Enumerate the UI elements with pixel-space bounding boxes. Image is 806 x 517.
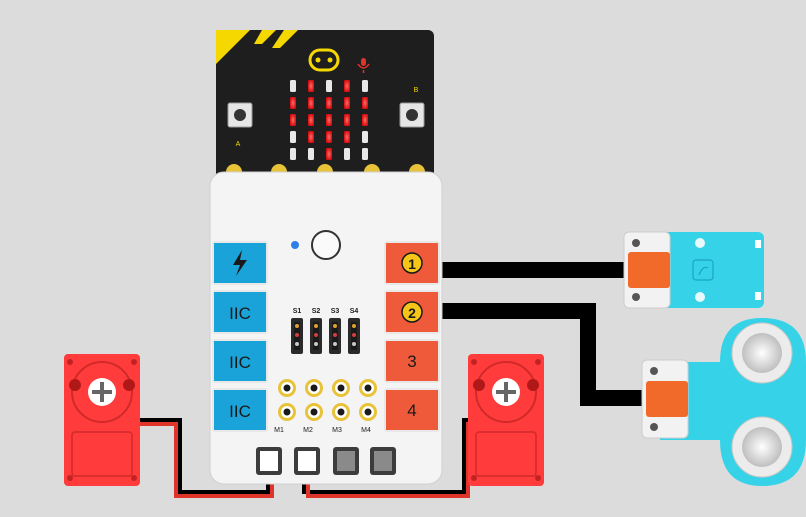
servo-wire-left-red <box>138 422 274 498</box>
left-port[interactable] <box>212 241 268 285</box>
corner-stripe <box>272 30 298 48</box>
button-a-label: A <box>236 141 241 148</box>
microphone-icon <box>357 58 370 73</box>
button-b-label: B <box>414 87 419 94</box>
button-b[interactable] <box>399 102 425 128</box>
led-off <box>344 148 350 160</box>
motor-terminal-pin[interactable] <box>305 403 323 421</box>
port-number: 3 <box>407 352 416 371</box>
corner-stripe <box>254 30 276 44</box>
motor-terminal-pin[interactable] <box>278 403 296 421</box>
led-off <box>362 80 368 92</box>
port-label: IIC <box>229 402 251 421</box>
ultrasonic-sensor-module <box>641 318 806 486</box>
motor-label: M1 <box>274 427 284 434</box>
switch-header[interactable] <box>329 318 341 354</box>
led-on <box>326 148 332 160</box>
motor-terminal-pin[interactable] <box>278 379 296 397</box>
led-on <box>326 97 332 109</box>
left-ports: IIC IIC IIC <box>212 241 268 432</box>
led-on <box>362 97 368 109</box>
button-a[interactable] <box>227 102 253 128</box>
switch-label: S2 <box>312 308 321 315</box>
led-on <box>344 80 350 92</box>
switch-header[interactable] <box>291 318 303 354</box>
led-on <box>326 131 332 143</box>
led-off <box>290 80 296 92</box>
port-label: IIC <box>229 353 251 372</box>
motor-terminal-pin[interactable] <box>359 379 377 397</box>
motor-terminal-pin[interactable] <box>332 403 350 421</box>
switch-label: S4 <box>350 308 359 315</box>
motor-label: M4 <box>361 427 371 434</box>
port-number: 2 <box>408 305 416 321</box>
led-off <box>362 148 368 160</box>
led-on <box>362 114 368 126</box>
port-number: 4 <box>407 401 416 420</box>
left-port[interactable]: IIC <box>212 339 268 383</box>
touch-icon <box>692 259 714 281</box>
switch-label: S3 <box>331 308 340 315</box>
port-highlight-circle <box>401 252 423 274</box>
led-off <box>362 131 368 143</box>
port-number: 1 <box>408 256 416 272</box>
port-highlight-circle <box>401 301 423 323</box>
switch-label: S1 <box>293 308 302 315</box>
touch-sensor-module <box>623 231 764 309</box>
led-on <box>308 131 314 143</box>
led-off <box>308 148 314 160</box>
led-on <box>290 97 296 109</box>
round-button-icon[interactable] <box>311 230 341 260</box>
led-on <box>326 114 332 126</box>
blue-led-icon <box>291 241 299 249</box>
motor-label: M3 <box>332 427 342 434</box>
servo-wire-left-black <box>138 418 270 494</box>
led-matrix <box>290 80 368 160</box>
led-on <box>308 97 314 109</box>
left-port[interactable]: IIC <box>212 290 268 334</box>
port-label: IIC <box>229 304 251 323</box>
led-on <box>344 97 350 109</box>
left-servo <box>64 354 140 486</box>
motor-terminal-pin[interactable] <box>332 379 350 397</box>
right-port-3[interactable]: 3 <box>384 339 440 383</box>
orange-connector[interactable] <box>646 381 688 417</box>
right-port-1[interactable]: 1 <box>384 241 440 285</box>
corner-stripe <box>216 30 250 64</box>
led-on <box>344 131 350 143</box>
led-on <box>344 114 350 126</box>
led-off <box>290 131 296 143</box>
led-on <box>308 114 314 126</box>
right-port-4[interactable]: 4 <box>384 388 440 432</box>
led-on <box>290 114 296 126</box>
orange-connector[interactable] <box>628 252 670 288</box>
led-on <box>308 80 314 92</box>
motor-terminals: M1 M2 M3 M4 <box>274 379 377 434</box>
right-ports: 1 2 3 4 <box>384 241 440 432</box>
motor-label: M2 <box>303 427 313 434</box>
right-port-2[interactable]: 2 <box>384 290 440 334</box>
expansion-board: IIC IIC IIC 1 2 3 4 S1 S2 S3 S4 M1 M2 M3 M4 <box>209 171 443 485</box>
bottom-connectors <box>256 447 396 475</box>
left-port[interactable]: IIC <box>212 388 268 432</box>
cable-port2-ultrasonic <box>440 303 650 406</box>
switch-block: S1 S2 S3 S4 <box>291 308 360 354</box>
microbit-logo-icon <box>308 48 340 72</box>
switch-header[interactable] <box>310 318 322 354</box>
motor-terminal-pin[interactable] <box>305 379 323 397</box>
lightning-icon <box>233 250 247 276</box>
switch-header[interactable] <box>348 318 360 354</box>
led-off <box>326 80 332 92</box>
right-servo <box>468 354 544 486</box>
microbit-board: A B <box>216 30 434 180</box>
motor-terminal-pin[interactable] <box>359 403 377 421</box>
led-off <box>290 148 296 160</box>
microbit-body <box>216 30 434 180</box>
servo-wire-right-black <box>302 418 470 494</box>
